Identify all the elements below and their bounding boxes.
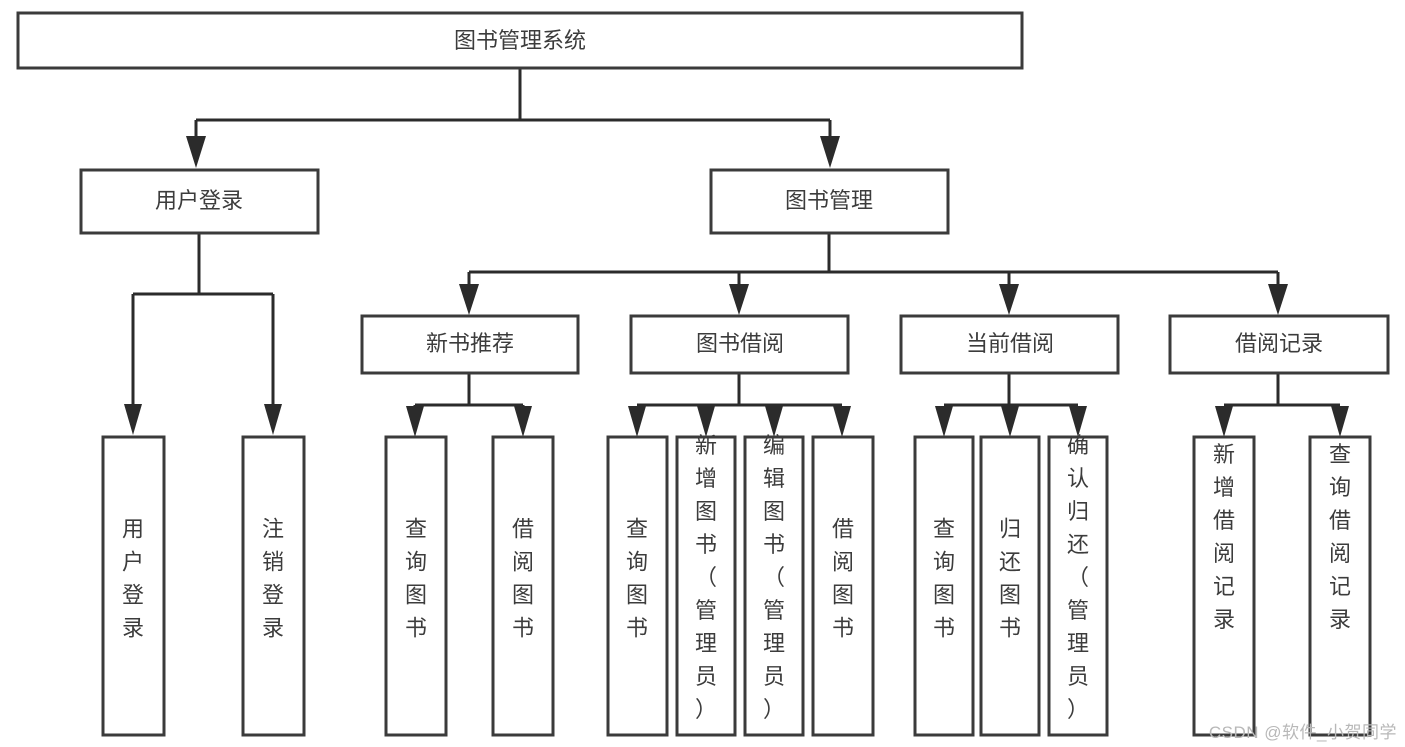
- csdn-watermark: CSDN @软件_小贺同学: [1208, 723, 1397, 742]
- arrow-head-book-manage: [820, 136, 840, 168]
- node-leaf-3-label: 查询图书: [405, 517, 427, 641]
- node-new-book-rec[interactable]: 新书推荐: [360, 314, 580, 375]
- node-leaf-2[interactable]: 注销登录: [241, 435, 306, 737]
- arrow-head-leaf-3: [406, 406, 424, 437]
- node-leaf-12-box[interactable]: [1192, 435, 1256, 737]
- node-leaf-13-label: 查询借阅记录: [1329, 442, 1351, 632]
- node-leaf-2-label: 注销登录: [262, 517, 284, 641]
- arrow-head-leaf-13: [1331, 406, 1349, 437]
- node-leaf-8-label: 借阅图书: [832, 517, 854, 641]
- node-borrow-record-label: 借阅记录: [1235, 331, 1323, 356]
- node-book-borrow-box[interactable]: [629, 314, 850, 375]
- arrow-head-borrow-record: [1268, 284, 1288, 315]
- node-leaf-7-box[interactable]: [743, 435, 805, 737]
- connector-layer: [124, 68, 1349, 437]
- node-leaf-7[interactable]: 编辑图书（管理员）: [743, 433, 805, 737]
- arrow-head-current-borrow: [999, 284, 1019, 315]
- arrow-head-user-login: [186, 136, 206, 168]
- node-current-borrow-box[interactable]: [899, 314, 1120, 375]
- node-leaf-1[interactable]: 用户登录: [101, 435, 166, 737]
- node-leaf-4[interactable]: 借阅图书: [491, 435, 555, 737]
- node-leaf-5[interactable]: 查询图书: [606, 435, 669, 737]
- node-leaf-3-box[interactable]: [384, 435, 448, 737]
- node-leaf-5-label: 查询图书: [626, 517, 648, 641]
- node-root-box[interactable]: [16, 11, 1024, 70]
- node-leaf-4-label: 借阅图书: [512, 517, 534, 641]
- node-leaf-9-label: 查询图书: [933, 517, 955, 641]
- node-book-manage[interactable]: 图书管理: [709, 168, 950, 235]
- node-current-borrow-label: 当前借阅: [966, 331, 1054, 356]
- node-new-book-rec-box[interactable]: [360, 314, 580, 375]
- arrow-head-leaf-12: [1215, 406, 1233, 437]
- node-leaf-3[interactable]: 查询图书: [384, 435, 448, 737]
- node-leaf-1-label: 用户登录: [122, 517, 144, 641]
- node-user-login-label: 用户登录: [155, 188, 243, 213]
- arrow-head-leaf-10: [1001, 406, 1019, 437]
- node-leaf-8[interactable]: 借阅图书: [811, 435, 875, 737]
- node-leaf-10-box[interactable]: [979, 435, 1041, 737]
- node-leaf-13[interactable]: 查询借阅记录: [1308, 435, 1372, 737]
- node-leaf-12[interactable]: 新增借阅记录: [1192, 435, 1256, 737]
- node-leaf-6-label: 新增图书（管理员）: [695, 433, 717, 722]
- arrow-head-leaf-8: [833, 406, 851, 437]
- arrow-head-leaf-4: [514, 406, 532, 437]
- node-new-book-rec-label: 新书推荐: [426, 331, 514, 356]
- node-leaf-4-box[interactable]: [491, 435, 555, 737]
- arrow-head-leaf-1: [124, 404, 142, 435]
- node-leaf-12-label: 新增借阅记录: [1213, 442, 1235, 632]
- arrow-head-new-book-rec: [459, 284, 479, 315]
- node-book-manage-label: 图书管理: [785, 188, 873, 213]
- node-leaf-11-box[interactable]: [1047, 435, 1109, 737]
- node-book-manage-box[interactable]: [709, 168, 950, 235]
- arrow-head-leaf-9: [935, 406, 953, 437]
- node-root-label: 图书管理系统: [454, 28, 586, 53]
- node-user-login-box[interactable]: [79, 168, 320, 235]
- arrow-head-book-borrow: [729, 284, 749, 315]
- node-leaf-10[interactable]: 归还图书: [979, 435, 1041, 737]
- arrow-head-leaf-5: [628, 406, 646, 437]
- node-leaf-9-box[interactable]: [913, 435, 975, 737]
- node-leaf-11[interactable]: 确认归还（管理员）: [1047, 433, 1109, 737]
- node-borrow-record-box[interactable]: [1168, 314, 1390, 375]
- arrow-head-leaf-7: [765, 406, 783, 437]
- node-borrow-record[interactable]: 借阅记录: [1168, 314, 1390, 375]
- node-current-borrow[interactable]: 当前借阅: [899, 314, 1120, 375]
- node-leaf-6-box[interactable]: [675, 435, 737, 737]
- node-book-borrow-label: 图书借阅: [696, 331, 784, 356]
- node-leaf-1-box[interactable]: [101, 435, 166, 737]
- node-leaf-8-box[interactable]: [811, 435, 875, 737]
- arrow-head-leaf-6: [697, 406, 715, 437]
- node-leaf-11-label: 确认归还（管理员）: [1067, 433, 1089, 722]
- arrow-head-leaf-2: [264, 404, 282, 435]
- node-leaf-10-label: 归还图书: [999, 517, 1021, 641]
- node-leaf-5-box[interactable]: [606, 435, 669, 737]
- node-leaf-7-label: 编辑图书（管理员）: [763, 433, 785, 722]
- node-leaf-6[interactable]: 新增图书（管理员）: [675, 433, 737, 737]
- arrow-head-leaf-11: [1069, 406, 1087, 437]
- node-user-login[interactable]: 用户登录: [79, 168, 320, 235]
- node-leaf-9[interactable]: 查询图书: [913, 435, 975, 737]
- node-leaf-13-box[interactable]: [1308, 435, 1372, 737]
- node-leaf-2-box[interactable]: [241, 435, 306, 737]
- node-book-borrow[interactable]: 图书借阅: [629, 314, 850, 375]
- node-root[interactable]: 图书管理系统: [16, 11, 1024, 70]
